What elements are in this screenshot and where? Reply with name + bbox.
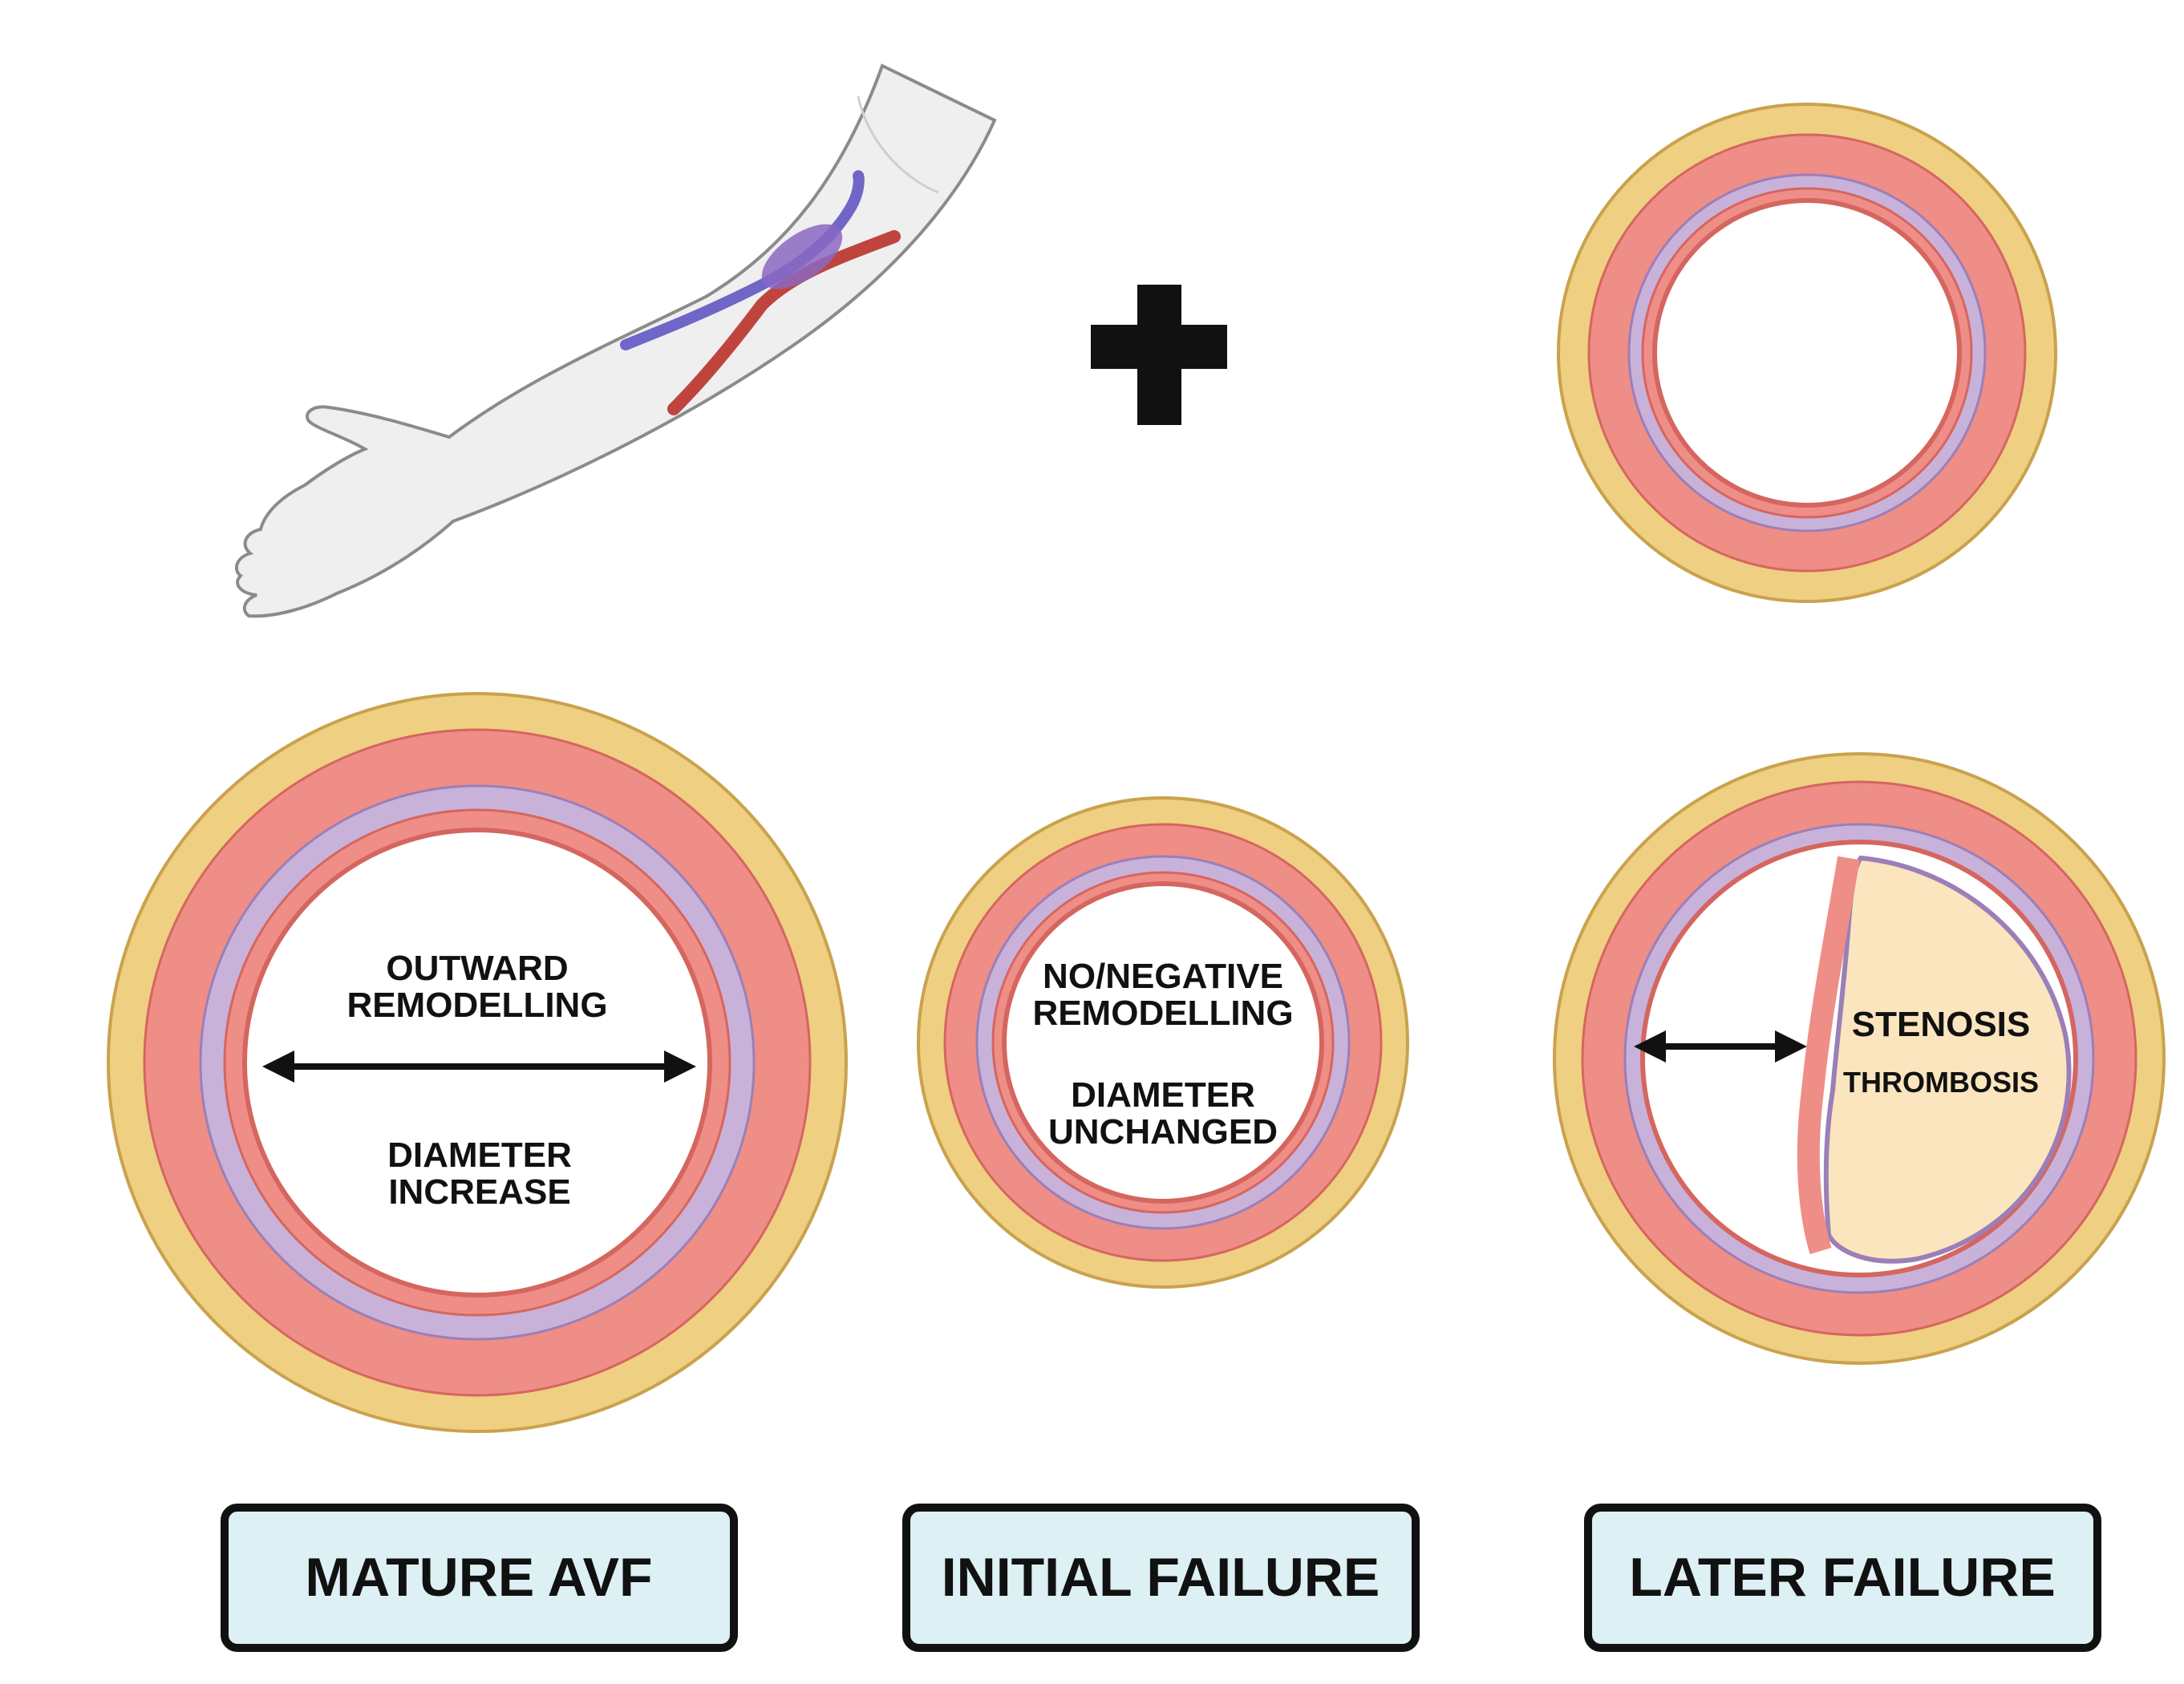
svg-text:LATER FAILURE: LATER FAILURE xyxy=(1629,1547,2055,1608)
mature-text-3: DIAMETER xyxy=(387,1135,572,1175)
svg-text:MATURE AVF: MATURE AVF xyxy=(305,1547,652,1608)
initial-text-4: UNCHANGED xyxy=(1048,1112,1278,1152)
mature-avf-vessel: OUTWARD REMODELLING DIAMETER INCREASE xyxy=(107,692,848,1433)
initial-text-2: REMODELLING xyxy=(1032,994,1293,1033)
initial-text-1: NO/NEGATIVE xyxy=(1043,957,1283,996)
caption-later-failure: LATER FAILURE xyxy=(1584,1504,2101,1652)
mature-text-2: REMODELLING xyxy=(346,986,607,1025)
healthy-vessel xyxy=(1557,103,2057,603)
mature-text-1: OUTWARD xyxy=(386,949,568,988)
thrombus xyxy=(1823,855,2072,1264)
plus-sign xyxy=(1091,285,1227,425)
stenosis-label: STENOSIS xyxy=(1852,1005,2031,1044)
svg-text:INITIAL FAILURE: INITIAL FAILURE xyxy=(942,1547,1380,1608)
later-failure-vessel: STENOSIS THROMBOSIS xyxy=(1553,752,2166,1365)
initial-failure-vessel: NO/NEGATIVE REMODELLING DIAMETER UNCHANG… xyxy=(917,796,1409,1289)
caption-initial-failure: INITIAL FAILURE xyxy=(902,1504,1420,1652)
arm-with-avf-icon xyxy=(234,63,997,618)
mature-text-4: INCREASE xyxy=(388,1172,570,1212)
initial-text-3: DIAMETER xyxy=(1071,1075,1255,1115)
caption-mature-avf: MATURE AVF xyxy=(221,1504,738,1652)
thrombosis-label: THROMBOSIS xyxy=(1843,1066,2039,1099)
